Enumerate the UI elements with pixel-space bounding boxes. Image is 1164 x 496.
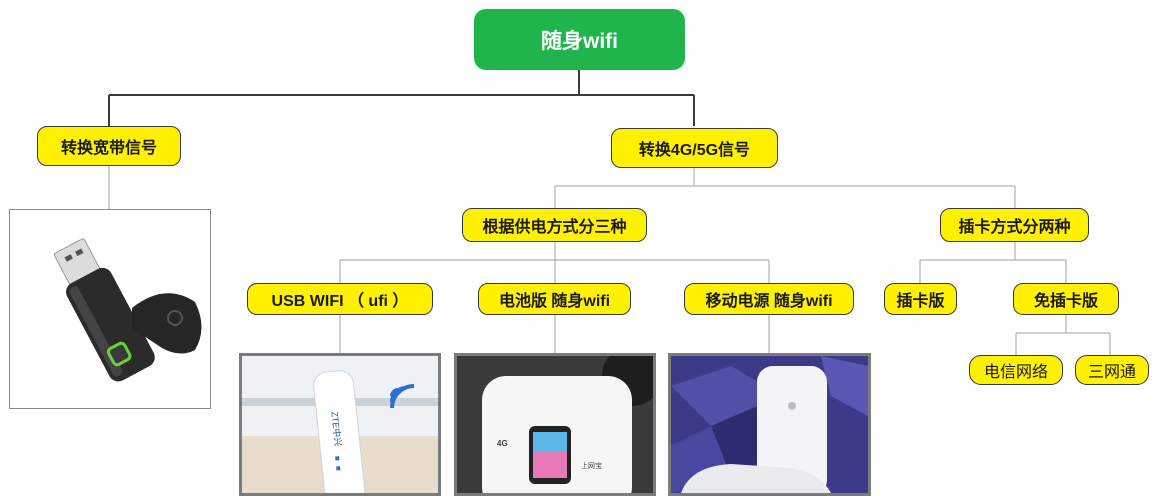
battery-4g-label: 4G [497,439,508,448]
node-broadband[interactable]: 转换宽带信号 [37,126,181,166]
zte-logo-text: ZTE中兴 [329,411,344,447]
node-battery-wifi[interactable]: 电池版 随身wifi [478,283,631,315]
node-all-networks[interactable]: 三网通 [1075,355,1149,385]
usb-wifi-photo: ZTE中兴 [239,353,441,496]
node-power-supply[interactable]: 根据供电方式分三种 [462,208,647,242]
root-node[interactable]: 随身wifi [474,9,685,70]
node-with-card[interactable]: 插卡版 [884,283,957,315]
node-usb-wifi[interactable]: USB WIFI （ ufi ） [247,283,433,315]
node-telecom-network[interactable]: 电信网络 [969,355,1063,385]
battery-brand-label: 上网宝 [581,461,602,470]
powerbank-wifi-photo [668,353,871,496]
usb-dongle-photo [9,209,211,409]
node-no-card[interactable]: 免插卡版 [1013,283,1119,315]
node-card-insertion[interactable]: 插卡方式分两种 [940,208,1089,242]
battery-wifi-photo: 4G 上网宝 [454,353,656,496]
node-cellular[interactable]: 转换4G/5G信号 [611,128,778,168]
node-powerbank-wifi[interactable]: 移动电源 随身wifi [684,283,854,315]
